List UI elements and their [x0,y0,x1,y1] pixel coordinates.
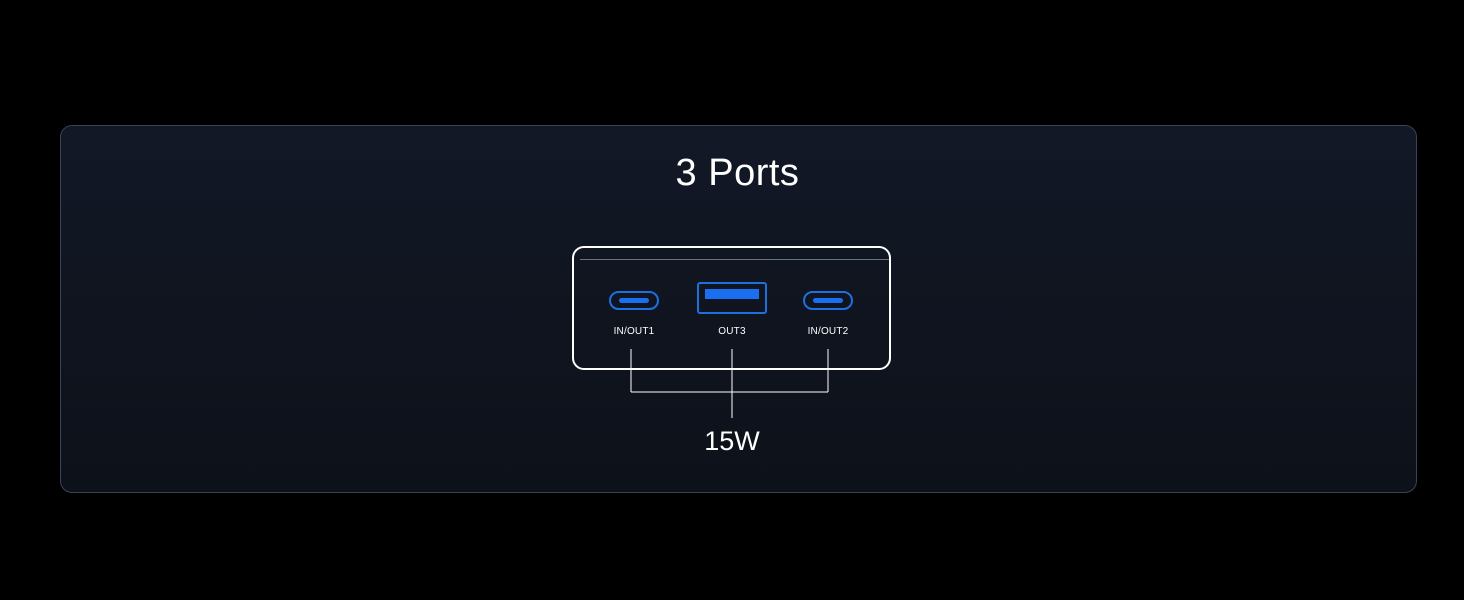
ports-panel [60,125,1417,493]
usb-c-port-icon [609,291,659,310]
port-label-in-out1: IN/OUT1 [613,326,655,337]
usb-c-port-icon [803,291,853,310]
port-label-out3: OUT3 [718,326,746,337]
page-title: 3 Ports [675,152,800,194]
power-rating: 15W [704,426,760,456]
device-top-edge [580,259,889,260]
usb-a-port-icon [697,282,767,314]
port-label-in-out2: IN/OUT2 [807,326,849,337]
